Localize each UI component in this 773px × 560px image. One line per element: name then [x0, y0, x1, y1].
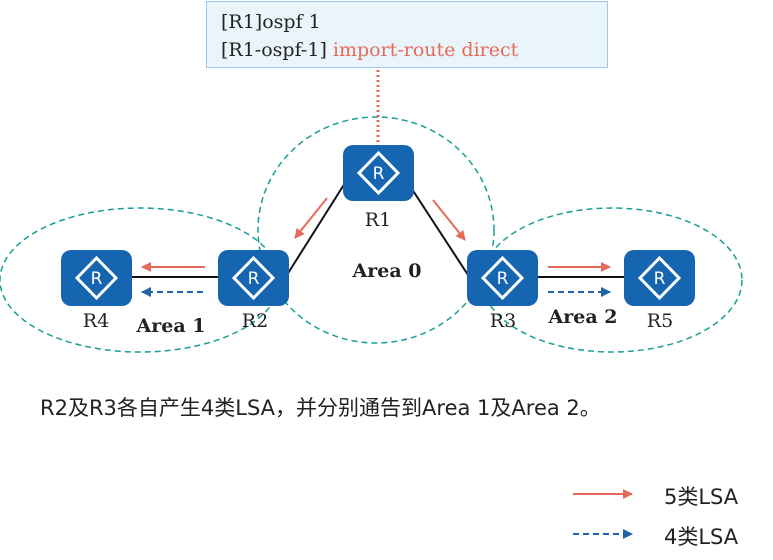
- router-label-r4: R4: [83, 310, 109, 332]
- link-r1-r2: [284, 182, 346, 279]
- area0-label: Area 0: [352, 260, 422, 282]
- command-line-2: [R1-ospf-1] import-route direct: [221, 36, 607, 64]
- link-r1-r3: [407, 182, 471, 279]
- svg-text:R: R: [497, 269, 509, 289]
- router-r5: R: [624, 250, 695, 306]
- type5-arrow-r1-to-r2: [294, 197, 328, 239]
- command-prefix: [R1-ospf-1]: [221, 39, 333, 61]
- legend-type4-label: 4类LSA: [664, 525, 739, 549]
- svg-text:R: R: [91, 269, 103, 289]
- area1-label: Area 1: [136, 315, 206, 337]
- type5-arrow-r1-to-r3: [432, 199, 466, 241]
- diagram-caption: R2及R3各自产生4类LSA，并分别通告到Area 1及Area 2。: [40, 396, 601, 420]
- legend-type5-label: 5类LSA: [664, 485, 739, 509]
- area0-boundary: [257, 116, 495, 344]
- router-label-r3: R3: [490, 310, 516, 332]
- command-line-1: [R1]ospf 1: [221, 11, 321, 33]
- svg-text:R: R: [654, 269, 666, 289]
- router-label-r1: R1: [365, 209, 391, 231]
- router-r4: R: [61, 250, 132, 306]
- command-box: [R1]ospf 1 [R1-ospf-1] import-route dire…: [206, 1, 608, 68]
- command-highlight: import-route direct: [332, 39, 519, 61]
- svg-text:R: R: [248, 269, 260, 289]
- area2-label: Area 2: [548, 306, 618, 328]
- router-r2: R: [218, 250, 289, 306]
- svg-text:R: R: [373, 164, 385, 184]
- router-label-r5: R5: [647, 310, 673, 332]
- router-r3: R: [467, 250, 538, 306]
- router-label-r2: R2: [242, 310, 268, 332]
- router-r1: R: [343, 145, 414, 201]
